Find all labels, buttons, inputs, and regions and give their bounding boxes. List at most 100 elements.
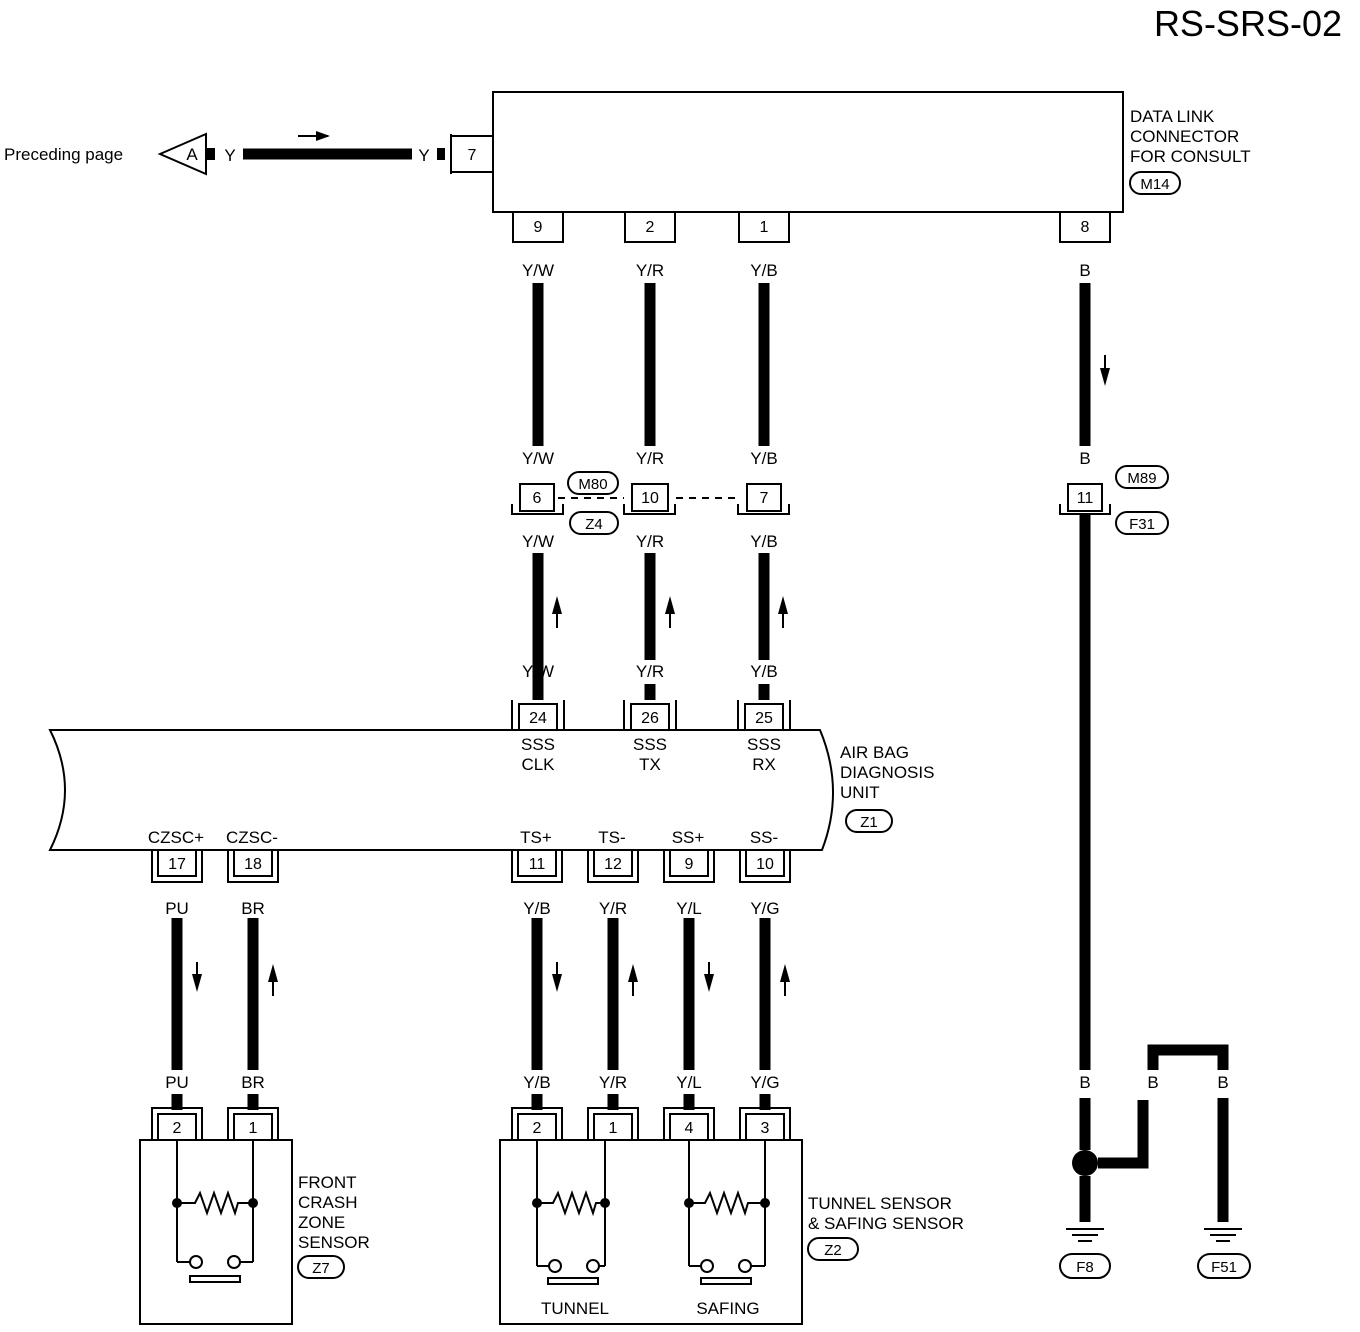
connector-tag[interactable] [1129, 171, 1181, 195]
arrow-up-icon [628, 964, 638, 982]
wire-color-label: Y/B [750, 261, 777, 280]
connector-tag[interactable] [569, 511, 619, 535]
unit-pin: 24 [511, 700, 565, 731]
wire-color-label: PU [165, 899, 189, 918]
joint-connector: 10 [623, 483, 676, 515]
signal-name: SS- [750, 828, 778, 847]
sensor-switch-circuit [684, 1140, 770, 1285]
pin-number: 12 [604, 856, 622, 873]
switch-contact-icon [227, 1255, 241, 1269]
sensor-pin: 3 [739, 1107, 791, 1141]
unit-pin: 10 [739, 849, 791, 883]
arrow-up-icon [665, 596, 675, 614]
wire-color-label: Y/B [523, 899, 550, 918]
preceding-page-link[interactable]: Preceding page A [4, 132, 207, 176]
arrow-down-icon [552, 974, 562, 992]
sensor-name-line: & SAFING SENSOR [808, 1214, 964, 1233]
ground-tag[interactable] [1197, 1253, 1251, 1279]
connector-tag-label: M14 [1140, 176, 1169, 193]
sensor-name-line: SENSOR [298, 1233, 370, 1252]
signal-name: SSS [747, 735, 781, 754]
wire-color-label: Y/R [599, 1073, 627, 1092]
wire-color-label: B [1217, 1073, 1228, 1092]
wire-color-label: Y/W [522, 261, 554, 280]
wire-color-label: Y/R [636, 532, 664, 551]
ground-joint-connector: 11 [1059, 483, 1111, 515]
wire-color-label: Y/L [676, 1073, 702, 1092]
pin-number: 2 [173, 1120, 182, 1137]
switch-contact-icon [548, 1259, 562, 1273]
sensor-switch-circuit [532, 1140, 610, 1285]
sub-sensor-label: SAFING [696, 1299, 759, 1318]
sensor-switch-circuit [172, 1140, 258, 1283]
connector-tag-label: Z4 [585, 516, 603, 533]
wire-color-label: Y/R [599, 899, 627, 918]
dlc-pin: 8 [1059, 211, 1111, 243]
pin-number: 26 [641, 710, 659, 727]
unit-name-line: DIAGNOSIS [840, 763, 934, 782]
signal-name: CLK [521, 755, 555, 774]
pin-number: 8 [1081, 219, 1090, 236]
wire-b [1098, 1100, 1149, 1169]
joint-connector: 6 [511, 483, 564, 515]
unit-pin: 17 [151, 849, 203, 883]
wire-color-label: Y/B [750, 449, 777, 468]
unit-name-line: UNIT [840, 783, 880, 802]
pin-number: 24 [529, 710, 547, 727]
arrow-up-icon [552, 596, 562, 614]
signal-name: SS+ [672, 828, 705, 847]
signal-name: RX [752, 755, 776, 774]
page-connector-letter: A [186, 145, 198, 164]
dlc-name-line: DATA LINK [1130, 107, 1215, 126]
preceding-page-label: Preceding page [4, 145, 123, 164]
page-connector-marker [157, 132, 207, 176]
wire-color-label: Y/G [750, 899, 779, 918]
connector-tag-label: Z7 [312, 1260, 330, 1277]
wire-color-label: B [1079, 1073, 1090, 1092]
tunnel-safing-sensor-box [499, 1139, 803, 1325]
sensor-name-line: FRONT [298, 1173, 357, 1192]
switch-contact-icon [738, 1259, 752, 1273]
connector-tag-label: M80 [578, 476, 607, 493]
pin-number: 1 [760, 219, 769, 236]
wire-color-label: BR [241, 1073, 265, 1092]
connector-tag[interactable] [845, 809, 893, 833]
wire-color-label: Y/L [676, 899, 702, 918]
wire-color-label: Y/B [523, 1073, 550, 1092]
resistor-icon [177, 1189, 253, 1217]
ground-symbol-icon [1204, 1228, 1242, 1242]
unit-pin: 26 [623, 700, 677, 731]
terminal-stub [207, 148, 215, 160]
ground-tag[interactable] [1059, 1253, 1111, 1279]
connector-tag[interactable] [807, 1237, 859, 1261]
wire-color-label: Y/B [750, 662, 777, 681]
connector-tag[interactable] [1115, 511, 1169, 535]
ground-tag-label: F8 [1076, 1259, 1094, 1276]
connector-tag[interactable] [297, 1255, 345, 1279]
signal-name: TX [639, 755, 661, 774]
sensor-pin: 1 [227, 1107, 279, 1141]
sub-sensor-label: TUNNEL [541, 1299, 609, 1318]
wire-color-label: Y/G [750, 1073, 779, 1092]
pin-number: 10 [641, 490, 659, 507]
sensor-pin: 2 [511, 1107, 563, 1141]
dlc-name-line: CONNECTOR [1130, 127, 1239, 146]
unit-pin: 25 [737, 700, 791, 731]
connector-tag-label: M89 [1127, 470, 1156, 487]
wire-color-label: Y/B [750, 532, 777, 551]
connector-tag-label: F31 [1129, 516, 1155, 533]
wire-b [1147, 1044, 1229, 1070]
wire-color-label: PU [165, 1073, 189, 1092]
connector-tag[interactable] [567, 471, 619, 495]
dlc-pin: 9 [512, 211, 564, 243]
sensor-name-line: TUNNEL SENSOR [808, 1194, 952, 1213]
sensor-pin: 1 [587, 1107, 639, 1141]
pin-number: 2 [646, 219, 655, 236]
dlc-name-line: FOR CONSULT [1130, 147, 1251, 166]
pin-number: 1 [249, 1120, 258, 1137]
wire-color-label: BR [241, 899, 265, 918]
connector-tag[interactable] [1115, 465, 1169, 489]
pin-number: 7 [468, 147, 477, 164]
arrow-down-icon [1100, 368, 1110, 386]
